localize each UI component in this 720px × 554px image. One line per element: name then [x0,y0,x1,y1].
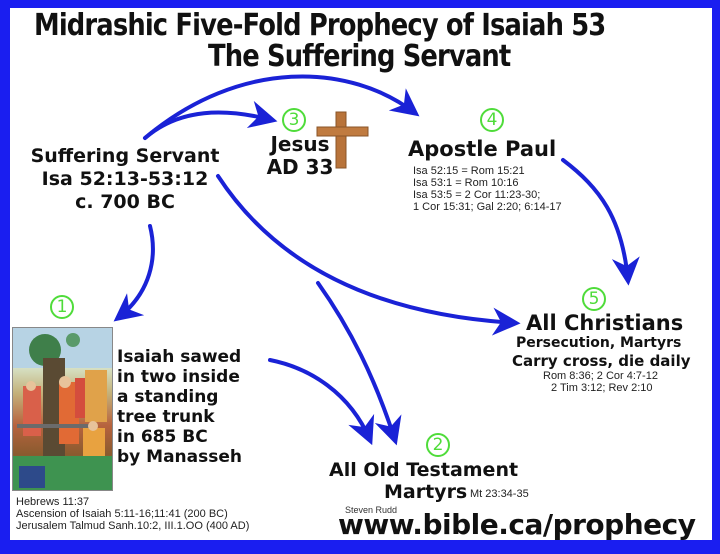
ot-martyrs-line-2: Martyrs [384,481,468,503]
number-badge-5: 5 [582,287,606,311]
paul-ref-3: Isa 53:5 = 2 Cor 11:23-30; [413,189,541,201]
source-reference: Isa 52:13-53:12 [41,168,209,190]
christians-title: All Christians [526,311,684,335]
ot-martyrs-line-1: All Old Testament [329,459,519,481]
isaiah-sawed-painting [12,327,113,491]
isaiah-ref-3: Jerusalem Talmud Sanh.10:2, III.1.OO (40… [16,520,250,532]
title-line-2: The Suffering Servant [208,39,511,74]
diagram-canvas: Midrashic Five-Fold Prophecy of Isaiah 5… [10,8,712,540]
isaiah-ref-2: Ascension of Isaiah 5:11-16;11:41 (200 B… [16,508,228,520]
arrow-source-to-isaiah [113,224,155,322]
title-line-1: Midrashic Five-Fold Prophecy of Isaiah 5… [34,8,606,43]
arrow-source-to-ot-martyrs [316,281,402,446]
number-badge-4: 4 [480,108,504,132]
paul-ref-2: Isa 53:1 = Rom 10:16 [413,177,519,189]
footer-url[interactable]: www.bible.ca/prophecy [338,508,696,540]
author-credit: Steven Rudd [345,505,398,515]
isaiah-text-1: Isaiah sawed [117,347,242,367]
arrow-isaiah-to-ot-martyrs [268,358,375,446]
isaiah-text-4: tree trunk [117,407,215,427]
ot-martyrs-ref: Mt 23:34-35 [470,488,529,500]
source-date: c. 700 BC [75,191,175,213]
isaiah-ref-1: Hebrews 11:37 [16,496,90,508]
cross-icon [316,111,369,169]
isaiah-text-5: in 685 BC [117,427,208,447]
number-badge-3: 3 [282,108,306,132]
jesus-date: AD 33 [266,155,334,179]
paul-ref-4: 1 Cor 15:31; Gal 2:20; 6:14-17 [413,201,562,213]
christians-ref-1: Rom 8:36; 2 Cor 4:7-12 [543,370,658,382]
paul-ref-1: Isa 52:15 = Rom 15:21 [413,165,525,177]
arrow-source-to-christians [216,174,521,336]
christians-line-1: Persecution, Martyrs [516,335,682,351]
isaiah-text-6: by Manasseh [117,447,243,467]
arrow-source-to-paul [143,74,420,140]
christians-ref-2: 2 Tim 3:12; Rev 2:10 [551,382,653,394]
number-badge-1: 1 [50,295,74,319]
source-title: Suffering Servant [30,145,220,167]
isaiah-text-3: a standing [117,387,219,407]
arrow-paul-to-christians [561,158,640,286]
number-badge-2: 2 [426,433,450,457]
arrows-layer [113,74,640,446]
isaiah-text-2: in two inside [117,367,240,387]
christians-line-2: Carry cross, die daily [512,352,691,370]
paul-title: Apostle Paul [408,137,557,161]
